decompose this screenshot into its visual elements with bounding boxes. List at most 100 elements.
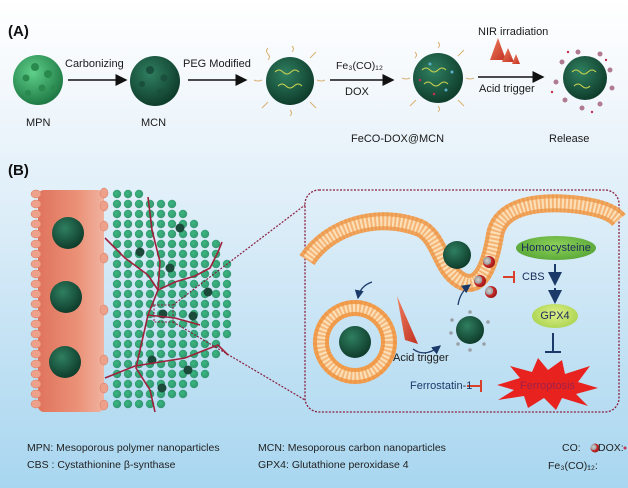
tumor-cell xyxy=(167,369,177,379)
tumor-cell xyxy=(167,209,177,219)
tumor-tissue xyxy=(112,189,232,409)
nir-cone-icon xyxy=(397,296,418,344)
tumor-cell xyxy=(211,269,221,279)
tumor-cell xyxy=(189,259,199,269)
zoomed-cell-panel xyxy=(304,189,620,413)
tumor-cell xyxy=(189,359,199,369)
tumor-cell xyxy=(112,399,122,409)
cbs-label: CBS xyxy=(522,271,545,283)
tumor-cell xyxy=(134,329,144,339)
tumor-cell xyxy=(178,259,188,269)
tumor-cell xyxy=(112,229,122,239)
tumor-cell xyxy=(178,269,188,279)
tumor-cell xyxy=(134,219,144,229)
tumor-cell xyxy=(134,399,144,409)
tumor-cell xyxy=(167,329,177,339)
tumor-cell xyxy=(167,249,177,259)
zoom-region-box xyxy=(153,304,174,323)
tumor-cell xyxy=(134,209,144,219)
tumor-cell xyxy=(112,389,122,399)
tumor-cell xyxy=(200,339,210,349)
gpx4-label: GPX4 xyxy=(540,310,570,322)
tumor-cell xyxy=(134,379,144,389)
tumor-cell xyxy=(178,339,188,349)
nanoparticle-in-tumor xyxy=(183,365,193,375)
tumor-cell xyxy=(156,399,166,409)
tumor-cell xyxy=(145,319,155,329)
tumor-cell xyxy=(189,339,199,349)
tumor-cell xyxy=(178,329,188,339)
tumor-cell xyxy=(123,299,133,309)
tumor-cell xyxy=(123,309,133,319)
gpx4-inhibits-ferroptosis xyxy=(545,333,561,353)
tumor-cell xyxy=(200,239,210,249)
tumor-cell xyxy=(167,219,177,229)
tumor-cell xyxy=(200,319,210,329)
tumor-cell xyxy=(134,319,144,329)
tumor-cell xyxy=(134,289,144,299)
tumor-cell xyxy=(156,349,166,359)
tumor-cell xyxy=(112,199,122,209)
tumor-cell xyxy=(156,369,166,379)
tumor-cell xyxy=(211,239,221,249)
tumor-cell xyxy=(178,299,188,309)
tumor-cell xyxy=(167,229,177,239)
tumor-cell xyxy=(112,239,122,249)
tumor-cell xyxy=(123,249,133,259)
tumor-cell xyxy=(189,299,199,309)
nir-irradiation-label: NIR irradiation xyxy=(478,26,549,38)
tumor-cell xyxy=(189,279,199,289)
tumor-cell xyxy=(123,279,133,289)
tumor-cell xyxy=(156,269,166,279)
tumor-cell xyxy=(211,289,221,299)
tumor-cell xyxy=(156,339,166,349)
dox-legend-icon xyxy=(623,446,627,450)
feco-legend-icon xyxy=(587,464,591,468)
tumor-cell xyxy=(112,319,122,329)
tumor-cell xyxy=(123,239,133,249)
tumor-cell xyxy=(134,239,144,249)
tumor-cell xyxy=(167,379,177,389)
tumor-cell xyxy=(123,329,133,339)
tumor-cell xyxy=(167,309,177,319)
tumor-cell xyxy=(156,289,166,299)
ferroptosis-label: Ferroptosis xyxy=(520,380,576,392)
tumor-cell xyxy=(200,249,210,259)
tumor-cell xyxy=(189,229,199,239)
mpn-particle xyxy=(13,55,63,105)
tumor-cell xyxy=(178,389,188,399)
tumor-cell xyxy=(112,189,122,199)
homocysteine-node: Homocysteine xyxy=(516,236,596,260)
tumor-cell xyxy=(123,219,133,229)
tumor-cell xyxy=(178,379,188,389)
tumor-cell xyxy=(156,319,166,329)
tumor-cell xyxy=(112,339,122,349)
tumor-cell xyxy=(134,309,144,319)
tumor-cell xyxy=(134,279,144,289)
tumor-cell xyxy=(200,349,210,359)
tumor-cell xyxy=(134,269,144,279)
internalizing-particle xyxy=(443,241,471,269)
tumor-cell xyxy=(178,209,188,219)
ferroptosis-burst xyxy=(497,358,598,410)
tumor-cell xyxy=(156,329,166,339)
endosome xyxy=(313,300,397,384)
tumor-cell xyxy=(156,259,166,269)
tumor-cell xyxy=(189,329,199,339)
tumor-cell xyxy=(211,309,221,319)
tumor-cell xyxy=(134,189,144,199)
tumor-cell xyxy=(112,279,122,289)
tumor-cell xyxy=(167,239,177,249)
nanoparticle-in-tumor xyxy=(135,247,145,257)
peg-mcn-particle xyxy=(253,45,326,117)
tumor-cell xyxy=(167,199,177,209)
nanoparticle-in-tumor xyxy=(157,383,167,393)
tumor-cell xyxy=(112,309,122,319)
mpn-label: MPN xyxy=(26,117,51,129)
panel-a-label: (A) xyxy=(8,23,29,40)
tumor-cell xyxy=(145,329,155,339)
release-label: Release xyxy=(549,133,590,145)
tumor-cell xyxy=(189,379,199,389)
tumor-cell xyxy=(112,219,122,229)
nanoparticle-in-tumor xyxy=(165,263,175,273)
